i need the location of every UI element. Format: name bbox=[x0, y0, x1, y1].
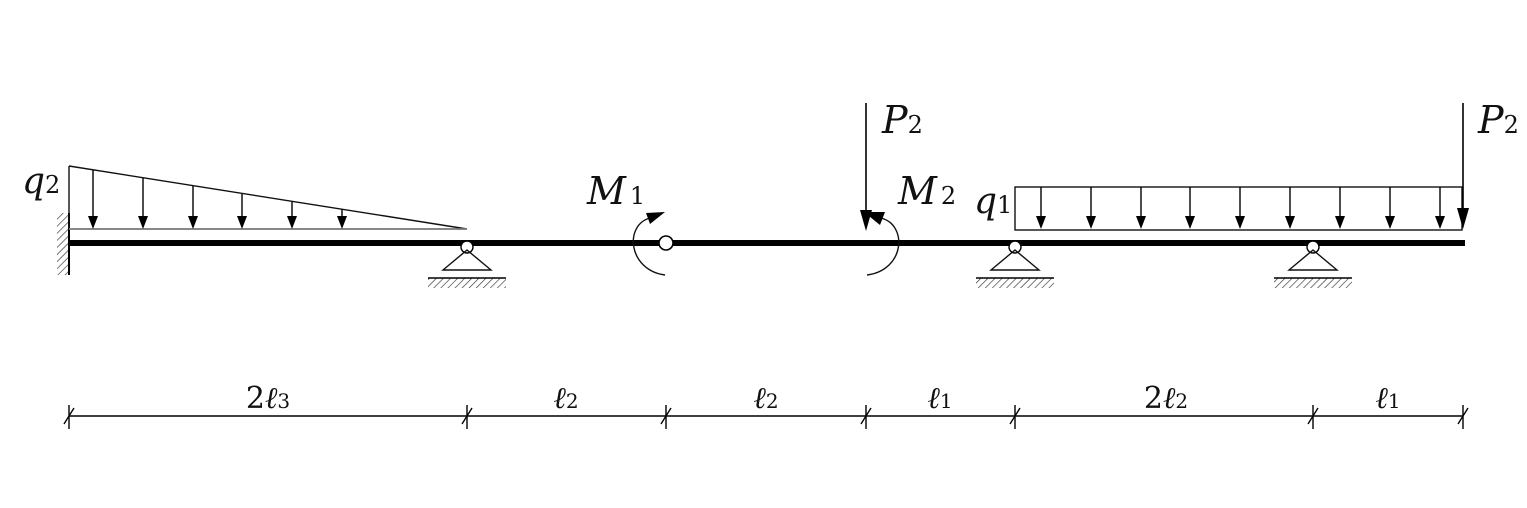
fixed-wall-hatch bbox=[57, 213, 69, 275]
pin-support-2 bbox=[976, 240, 1054, 288]
internal-hinge bbox=[658, 235, 674, 251]
point-load-p2-mid bbox=[860, 103, 872, 231]
uniform-load-q1 bbox=[1014, 186, 1463, 231]
dim-label-3: ℓ2 bbox=[753, 381, 778, 416]
dim-label-5: 2ℓ2 bbox=[1144, 381, 1188, 416]
dim-label-2: ℓ2 bbox=[553, 381, 578, 416]
pin-support-3 bbox=[1274, 240, 1352, 288]
moment-m1-arrow bbox=[632, 212, 666, 276]
triangular-load-q2 bbox=[68, 165, 468, 230]
q2-label: q2 bbox=[22, 161, 60, 202]
dim-label-6: ℓ1 bbox=[1375, 381, 1400, 416]
dim-label-4: ℓ1 bbox=[927, 381, 952, 416]
p2-mid-label: P2 bbox=[881, 98, 923, 142]
point-load-p2-end bbox=[1457, 103, 1469, 229]
dimension-line bbox=[63, 405, 1469, 429]
p2-end-label: P2 bbox=[1477, 98, 1519, 142]
dim-label-1: 2ℓ3 bbox=[246, 381, 290, 416]
q1-label: q1 bbox=[974, 181, 1012, 222]
pin-support-1 bbox=[428, 240, 506, 288]
